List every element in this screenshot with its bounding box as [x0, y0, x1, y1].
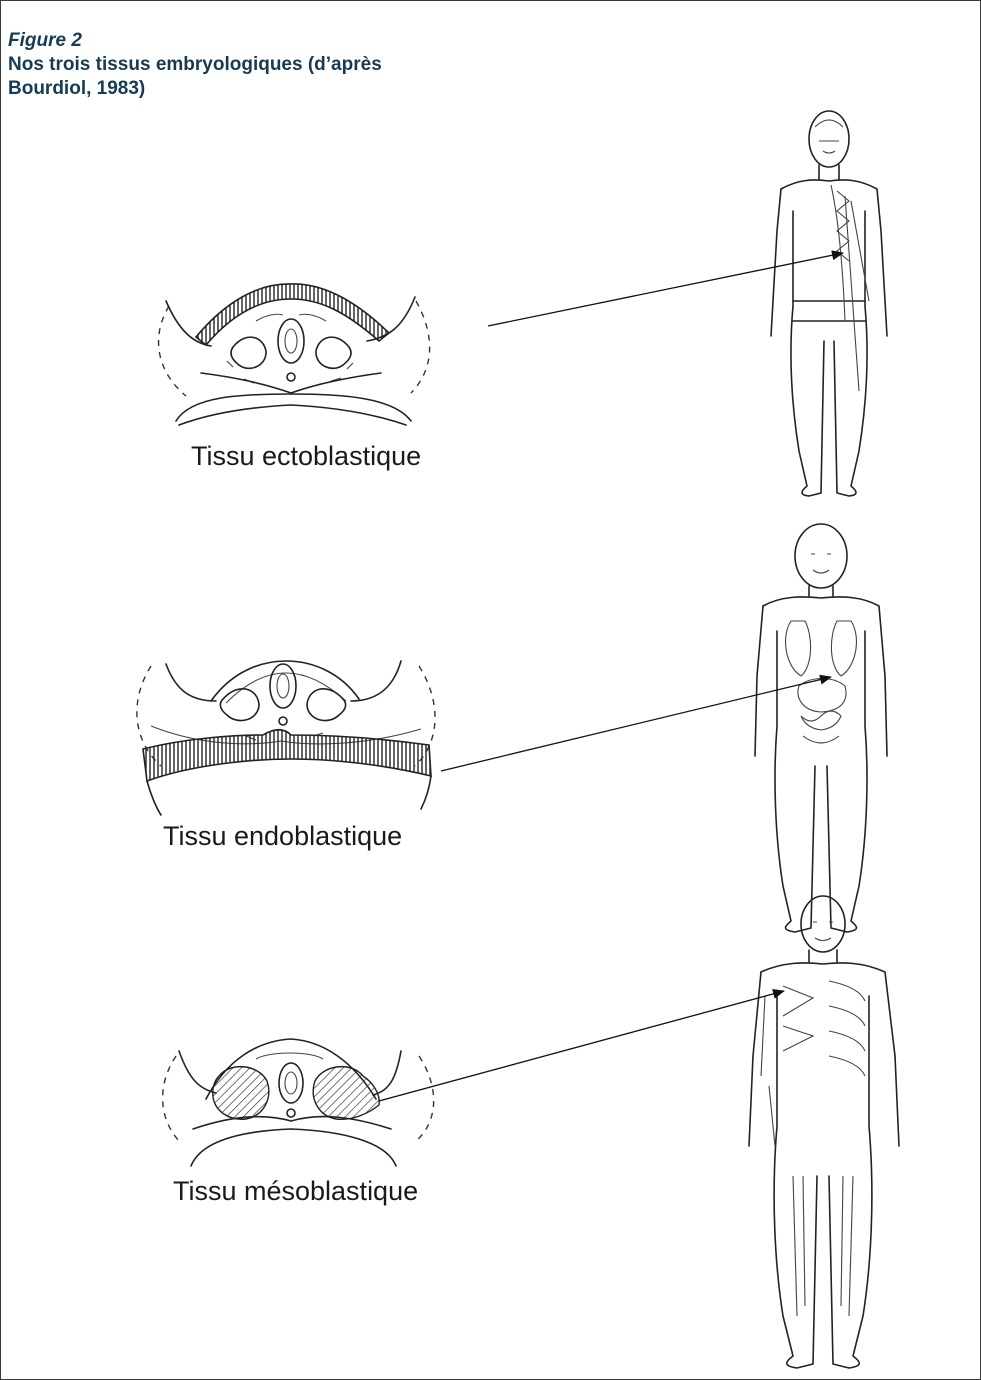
ectoblast-body-figure [771, 111, 887, 496]
mesoblast-cross-section [163, 1039, 434, 1166]
ectoblast-cross-section [159, 284, 430, 425]
mesoblast-body-figure [749, 896, 899, 1368]
label-ectoblastique: Tissu ectoblastique [191, 441, 421, 472]
label-endoblastique: Tissu endoblastique [163, 821, 402, 852]
endoblast-body-figure [755, 524, 887, 932]
endoblast-cross-section [137, 661, 435, 815]
arrow-ectoblast [488, 253, 843, 326]
arrow-mesoblast [379, 991, 784, 1101]
label-mesoblastique: Tissu mésoblastique [173, 1176, 418, 1207]
arrow-endoblast [441, 677, 831, 771]
